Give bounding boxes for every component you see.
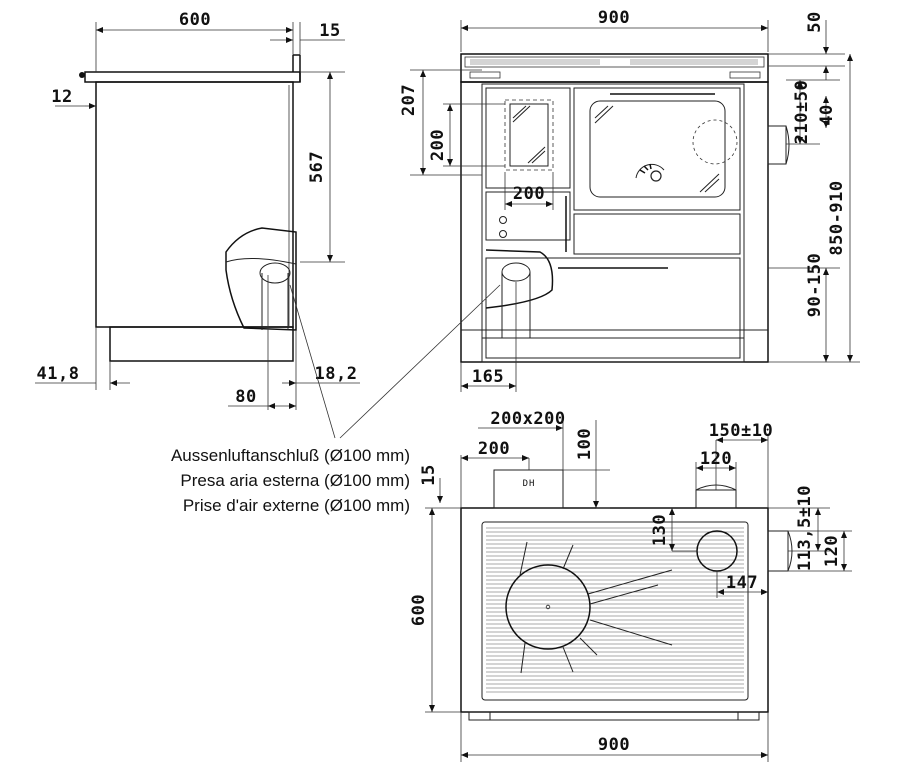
dim-front-flue-height: 210±50 bbox=[792, 80, 812, 144]
dim-top-inlet-size: 200x200 bbox=[490, 409, 565, 429]
air-inlet-label-de: Aussenluftanschluß (Ø100 mm) bbox=[171, 446, 410, 465]
dim-top-flue-side: 113,5±10 bbox=[795, 485, 815, 571]
rail-knob-icon bbox=[79, 72, 85, 78]
dim-top-width: 900 bbox=[598, 735, 630, 755]
air-inlet-label-fr: Prise d'air externe (Ø100 mm) bbox=[183, 496, 410, 515]
dim-side-top-lip: 15 bbox=[319, 21, 340, 41]
dim-top-inlet-x: 200 bbox=[478, 439, 510, 459]
top-view: DH 200x200 200 100 15 150±10 120 bbox=[409, 409, 852, 762]
dim-front-firebox-width: 200 bbox=[513, 184, 545, 204]
dim-top-back-lip: 15 bbox=[419, 464, 439, 485]
side-view: 600 15 12 567 41,8 80 18,2 bbox=[35, 10, 360, 410]
dim-front-oven-door: 207 bbox=[399, 84, 419, 116]
dim-top-inlet-depth: 100 bbox=[575, 428, 595, 460]
inlet-box-code: DH bbox=[523, 479, 536, 489]
dim-front-plinth: 90-150 bbox=[805, 253, 825, 317]
dim-front-top: 50 bbox=[805, 11, 825, 32]
dim-top-ring-y: 130 bbox=[650, 514, 670, 546]
dim-front-total-height: 850-910 bbox=[827, 180, 847, 255]
cooktop-hatching bbox=[486, 527, 744, 693]
dim-top-flue-side-diameter: 120 bbox=[822, 535, 842, 567]
cooktop-slots bbox=[470, 59, 758, 65]
dim-side-inlet-offset: 18,2 bbox=[315, 364, 358, 384]
dim-front-firebox: 200 bbox=[428, 129, 448, 161]
dim-side-height: 567 bbox=[307, 151, 327, 183]
dim-top-ring-x: 147 bbox=[726, 573, 758, 593]
dim-top-depth: 600 bbox=[409, 594, 429, 626]
dim-front-flue-offset: 40 bbox=[817, 104, 837, 125]
dim-top-flue-x: 150±10 bbox=[709, 421, 773, 441]
front-view: 900 50 207 200 200 210±50 40 850-910 90-… bbox=[399, 8, 860, 392]
cooktop-rays bbox=[519, 541, 673, 674]
dim-front-width: 900 bbox=[598, 8, 630, 28]
thermometer-icon bbox=[635, 163, 665, 182]
dim-side-foot: 41,8 bbox=[37, 364, 80, 384]
dim-side-inlet-x: 80 bbox=[235, 387, 256, 407]
air-inlet-note: Aussenluftanschluß (Ø100 mm) Presa aria … bbox=[171, 446, 410, 515]
leader-side-inlet bbox=[289, 284, 336, 439]
dim-side-offset: 12 bbox=[51, 87, 72, 107]
air-inlet-label-it: Presa aria esterna (Ø100 mm) bbox=[180, 471, 410, 490]
dim-top-flue-diameter: 120 bbox=[700, 449, 732, 469]
dim-side-width: 600 bbox=[179, 10, 211, 30]
leader-front-inlet bbox=[339, 284, 501, 439]
dim-front-inlet-x: 165 bbox=[472, 367, 504, 387]
